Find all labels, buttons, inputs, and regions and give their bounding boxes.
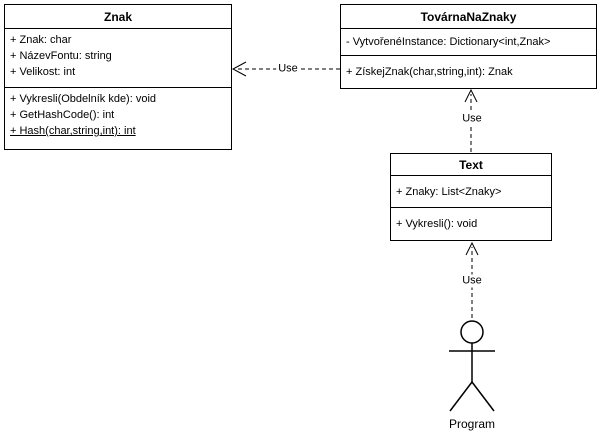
class-attributes-text: + Znaky: List<Znaky> xyxy=(391,176,551,208)
class-attributes-znak: + Znak: char + NázevFontu: string + Veli… xyxy=(5,29,231,88)
attribute-row: + NázevFontu: string xyxy=(10,50,112,62)
class-box-znak[interactable]: Znak + Znak: char + NázevFontu: string +… xyxy=(4,4,232,150)
class-title-tovarnanaznaky: TovárnaNaZnaky xyxy=(341,5,596,29)
actor-head xyxy=(460,320,484,344)
class-attributes-tovarnanaznaky: - VytvořenéInstance: Dictionary<int,Znak… xyxy=(341,29,596,56)
attribute-row: + Znak: char xyxy=(10,34,72,46)
actor-label-program: Program xyxy=(448,417,496,431)
actor-program-figure[interactable] xyxy=(449,320,495,412)
edge-label-use-tovarna-znak[interactable]: Use xyxy=(276,62,300,76)
method-row: + Vykresli(Obdelník kde): void xyxy=(10,93,157,105)
method-row-static: + Hash(char,string,int): int xyxy=(10,125,136,137)
open-arrowhead-icon xyxy=(465,241,479,256)
class-box-text[interactable]: Text + Znaky: List<Znaky> + Vykresli(): … xyxy=(390,153,552,241)
method-row: + ZískejZnak(char,string,int): Znak xyxy=(346,66,513,78)
open-arrowhead-icon xyxy=(464,88,478,103)
class-methods-znak: + Vykresli(Obdelník kde): void + GetHash… xyxy=(5,88,231,149)
method-row: + Vykresli(): void xyxy=(396,218,478,230)
class-box-tovarnanaznaky[interactable]: TovárnaNaZnaky - VytvořenéInstance: Dict… xyxy=(340,4,597,89)
method-row: + GetHashCode(): int xyxy=(10,109,115,121)
class-methods-tovarnanaznaky: + ZískejZnak(char,string,int): Znak xyxy=(341,56,596,88)
actor-left-leg xyxy=(449,381,473,412)
attribute-row: + Velikost: int xyxy=(10,66,76,78)
open-arrowhead-icon xyxy=(231,61,247,77)
actor-right-leg xyxy=(471,381,495,412)
class-title-znak: Znak xyxy=(5,5,231,29)
edge-label-use-text-tovarna[interactable]: Use xyxy=(460,112,484,126)
attribute-row: - VytvořenéInstance: Dictionary<int,Znak… xyxy=(346,36,551,48)
class-title-text: Text xyxy=(391,154,551,176)
attribute-row: + Znaky: List<Znaky> xyxy=(396,185,502,198)
class-methods-text: + Vykresli(): void xyxy=(391,208,551,240)
edge-label-use-program-text[interactable]: Use xyxy=(460,274,484,288)
